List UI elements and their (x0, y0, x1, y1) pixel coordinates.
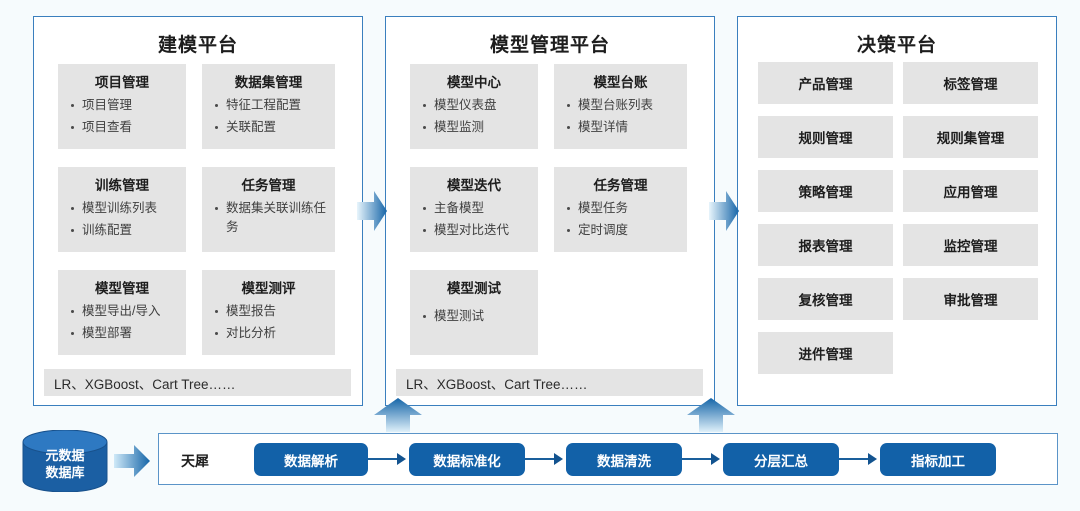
card-title: 模型管理 (95, 281, 149, 296)
pipeline-connector (682, 458, 715, 460)
pipeline-connector (839, 458, 872, 460)
card-task-management-2[interactable]: 任务管理 模型任务 定时调度 (554, 167, 687, 252)
card-title: 任务管理 (593, 178, 648, 193)
panel-title-model-management: 模型管理平台 (489, 35, 610, 56)
card-list: 模型导出/导入 模型部署 (62, 302, 182, 343)
list-item[interactable]: 模型部署 (71, 324, 180, 343)
pipeline-system-label: 天犀 (181, 453, 209, 469)
button-review-management[interactable]: 复核管理 (758, 278, 893, 320)
list-item[interactable]: 模型仪表盘 (423, 96, 532, 115)
pipeline-arrowhead-icon (711, 453, 720, 465)
list-item[interactable]: 特征工程配置 (215, 96, 329, 115)
button-intake-management[interactable]: 进件管理 (758, 332, 893, 374)
pipeline-arrowhead-icon (554, 453, 563, 465)
card-title: 模型测评 (241, 281, 296, 296)
list-item[interactable]: 训练配置 (71, 221, 180, 240)
list-item[interactable]: 主备模型 (423, 199, 532, 218)
card-model-evaluation[interactable]: 模型测评 模型报告 对比分析 (202, 270, 335, 355)
list-item[interactable]: 模型报告 (215, 302, 329, 321)
pipeline-arrowhead-icon (868, 453, 877, 465)
card-model-iteration[interactable]: 模型迭代 主备模型 模型对比迭代 (410, 167, 538, 252)
card-list: 主备模型 模型对比迭代 (414, 199, 534, 240)
card-model-center[interactable]: 模型中心 模型仪表盘 模型监测 (410, 64, 538, 149)
list-item[interactable]: 模型任务 (567, 199, 681, 218)
card-title: 模型迭代 (447, 178, 501, 193)
button-application-management[interactable]: 应用管理 (903, 170, 1038, 212)
card-list: 项目管理 项目查看 (62, 96, 182, 137)
arrow-up-to-decision-platform (687, 398, 735, 432)
pipeline-step-metric-processing[interactable]: 指标加工 (880, 443, 996, 476)
card-list: 模型仪表盘 模型监测 (414, 96, 534, 137)
card-model-management[interactable]: 模型管理 模型导出/导入 模型部署 (58, 270, 186, 355)
card-title: 任务管理 (241, 178, 296, 193)
card-title: 数据集管理 (234, 75, 303, 90)
card-title: 项目管理 (95, 75, 149, 90)
panel-title-decision: 决策平台 (856, 35, 937, 56)
button-rule-management[interactable]: 规则管理 (758, 116, 893, 158)
pipeline-step-data-cleaning[interactable]: 数据清洗 (566, 443, 682, 476)
button-ruleset-management[interactable]: 规则集管理 (903, 116, 1038, 158)
card-task-management[interactable]: 任务管理 数据集关联训练任务 (202, 167, 335, 252)
card-list: 模型报告 对比分析 (206, 302, 331, 343)
button-strategy-management[interactable]: 策略管理 (758, 170, 893, 212)
arrow-database-to-pipeline (114, 445, 150, 477)
database-cylinder-icon (22, 429, 108, 493)
panel-title-modeling: 建模平台 (157, 35, 238, 56)
arrow-up-to-modeling-platform (374, 398, 422, 432)
pipeline-connector (368, 458, 401, 460)
card-title: 模型台账 (593, 75, 648, 90)
list-item[interactable]: 模型训练列表 (71, 199, 180, 218)
list-item[interactable]: 项目管理 (71, 96, 180, 115)
metadata-database[interactable]: 元数据 数据库 (20, 429, 110, 493)
panel-modeling-platform: 建模平台 项目管理 项目管理 项目查看 数据集管理 特征工程配置 关联配置 训练… (33, 16, 363, 406)
button-label-management[interactable]: 标签管理 (903, 62, 1038, 104)
pipeline-step-data-standardization[interactable]: 数据标准化 (409, 443, 525, 476)
pipeline-step-data-parsing[interactable]: 数据解析 (254, 443, 368, 476)
card-training-management[interactable]: 训练管理 模型训练列表 训练配置 (58, 167, 186, 252)
button-monitor-management[interactable]: 监控管理 (903, 224, 1038, 266)
card-list: 模型测试 (414, 307, 534, 326)
button-report-management[interactable]: 报表管理 (758, 224, 893, 266)
card-title: 模型测试 (447, 281, 501, 296)
card-list: 模型任务 定时调度 (558, 199, 683, 240)
button-approval-management[interactable]: 审批管理 (903, 278, 1038, 320)
card-model-ledger[interactable]: 模型台账 模型台账列表 模型详情 (554, 64, 687, 149)
algorithms-strip-model-management: LR、XGBoost、Cart Tree…… (396, 369, 703, 396)
card-list: 模型训练列表 训练配置 (62, 199, 182, 240)
card-dataset-management[interactable]: 数据集管理 特征工程配置 关联配置 (202, 64, 335, 149)
list-item[interactable]: 模型导出/导入 (71, 302, 180, 321)
card-list: 特征工程配置 关联配置 (206, 96, 331, 137)
panel-decision-platform: 决策平台 产品管理 标签管理 规则管理 规则集管理 策略管理 应用管理 报表管理… (737, 16, 1057, 406)
list-item[interactable]: 模型台账列表 (567, 96, 681, 115)
list-item[interactable]: 模型详情 (567, 118, 681, 137)
card-model-testing[interactable]: 模型测试 模型测试 (410, 270, 538, 355)
pipeline-connector (525, 458, 558, 460)
list-item[interactable]: 定时调度 (567, 221, 681, 240)
card-title: 模型中心 (447, 75, 501, 90)
list-item[interactable]: 项目查看 (71, 118, 180, 137)
card-project-management[interactable]: 项目管理 项目管理 项目查看 (58, 64, 186, 149)
list-item[interactable]: 关联配置 (215, 118, 329, 137)
list-item[interactable]: 模型测试 (423, 307, 532, 326)
button-product-management[interactable]: 产品管理 (758, 62, 893, 104)
card-list: 模型台账列表 模型详情 (558, 96, 683, 137)
arrow-model-management-to-decision (709, 191, 739, 231)
pipeline-arrowhead-icon (397, 453, 406, 465)
list-item[interactable]: 模型监测 (423, 118, 532, 137)
panel-model-management-platform: 模型管理平台 模型中心 模型仪表盘 模型监测 模型台账 模型台账列表 模型详情 … (385, 16, 715, 406)
list-item[interactable]: 模型对比迭代 (423, 221, 532, 240)
data-pipeline-container: 天犀 数据解析 数据标准化 数据清洗 分层汇总 指标加工 (158, 433, 1058, 485)
pipeline-step-layered-aggregation[interactable]: 分层汇总 (723, 443, 839, 476)
arrow-modeling-to-model-management (357, 191, 387, 231)
list-item[interactable]: 数据集关联训练任务 (215, 199, 329, 237)
card-title: 训练管理 (95, 178, 149, 193)
card-list: 数据集关联训练任务 (206, 199, 331, 237)
list-item[interactable]: 对比分析 (215, 324, 329, 343)
algorithms-strip-modeling: LR、XGBoost、Cart Tree…… (44, 369, 351, 396)
